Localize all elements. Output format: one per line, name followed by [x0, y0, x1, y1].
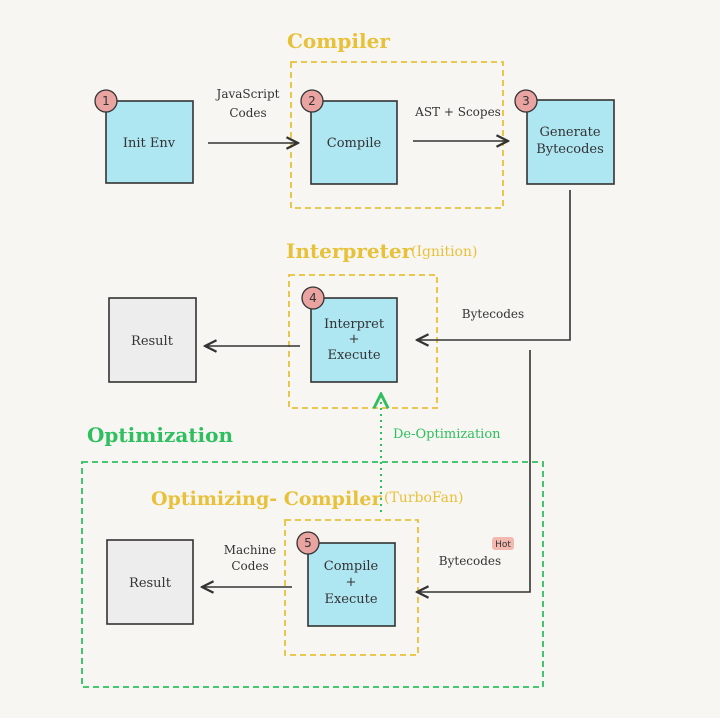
optimizing-compiler-group-subtitle: (TurboFan): [384, 490, 464, 506]
node-generate-bytecodes-box: [526, 99, 615, 185]
node-generate-bytecodes-label-line2: Bytecodes: [536, 142, 604, 157]
edge-bytecodes-to-optimizer-label: Bytecodes: [439, 554, 501, 568]
node-interpret-execute-number-badge: [301, 286, 325, 310]
edge-init-to-compile-label-line2: Codes: [229, 106, 266, 120]
node-compile-label: Compile: [327, 136, 382, 151]
interpreter-group-title: Interpreter: [286, 239, 413, 263]
node-compile-number: 2: [308, 94, 316, 108]
edge-init-to-compile-label-line1: JavaScript: [215, 87, 280, 101]
optimization-group-frame: [81, 461, 544, 688]
node-compile-execute[interactable]: 5 Compile + Execute: [296, 531, 396, 627]
compiler-group-title: Compiler: [287, 29, 390, 53]
node-interpret-execute-number: 4: [309, 291, 317, 305]
node-compile-box: [310, 100, 398, 185]
node-result-top[interactable]: Result: [108, 297, 197, 383]
node-init-env-label: Init Env: [123, 136, 176, 151]
node-result-bottom-label: Result: [129, 576, 172, 591]
node-compile[interactable]: 2 Compile: [300, 89, 398, 185]
edge-de-optimization-label: De-Optimization: [393, 427, 501, 442]
node-init-env-number: 1: [102, 94, 110, 108]
node-interpret-execute-label-line1: Interpret: [324, 317, 385, 332]
edge-generate-to-interpret: [417, 190, 571, 340]
edge-generate-to-interpret-label: Bytecodes: [462, 307, 524, 321]
optimization-group-title: Optimization: [87, 423, 233, 447]
node-result-bottom-box: [106, 539, 194, 625]
node-compile-execute-box: [307, 542, 396, 627]
node-init-env-number-badge: [94, 89, 118, 113]
node-generate-bytecodes[interactable]: 3 Generate Bytecodes: [514, 89, 615, 185]
node-result-top-box: [108, 297, 197, 383]
hot-badge-label: Hot: [495, 540, 511, 550]
node-result-top-label: Result: [131, 334, 174, 349]
node-compile-execute-number-badge: [296, 531, 320, 555]
node-interpret-execute[interactable]: 4 Interpret + Execute: [301, 286, 398, 383]
edge-compile-execute-to-result-label-line1: Machine: [224, 543, 277, 557]
node-compile-execute-label-line1: Compile: [324, 559, 379, 574]
node-generate-bytecodes-number: 3: [522, 94, 530, 108]
node-interpret-execute-label-line2: +: [349, 332, 360, 347]
node-compile-execute-label-line3: Execute: [324, 592, 377, 607]
optimizing-compiler-group-title: Optimizing- Compiler: [151, 488, 382, 510]
node-interpret-execute-box: [310, 297, 398, 383]
node-result-bottom[interactable]: Result: [106, 539, 194, 625]
interpreter-group-subtitle: (Ignition): [411, 244, 477, 260]
node-compile-execute-label-line2: +: [346, 575, 357, 590]
node-generate-bytecodes-label-line1: Generate: [539, 125, 600, 140]
edge-bytecodes-to-optimizer: [417, 350, 531, 592]
hot-badge-bg: [492, 537, 514, 550]
edge-compile-to-generate-label: AST + Scopes: [414, 105, 501, 119]
node-init-env-box: [105, 100, 194, 184]
node-compile-number-badge: [300, 89, 324, 113]
node-init-env[interactable]: 1 Init Env: [94, 89, 194, 184]
node-compile-execute-number: 5: [304, 536, 312, 550]
interpreter-group-frame: [288, 274, 438, 409]
node-interpret-execute-label-line3: Execute: [327, 348, 380, 363]
node-generate-bytecodes-number-badge: [514, 89, 538, 113]
edge-compile-execute-to-result-label-line2: Codes: [231, 559, 268, 573]
